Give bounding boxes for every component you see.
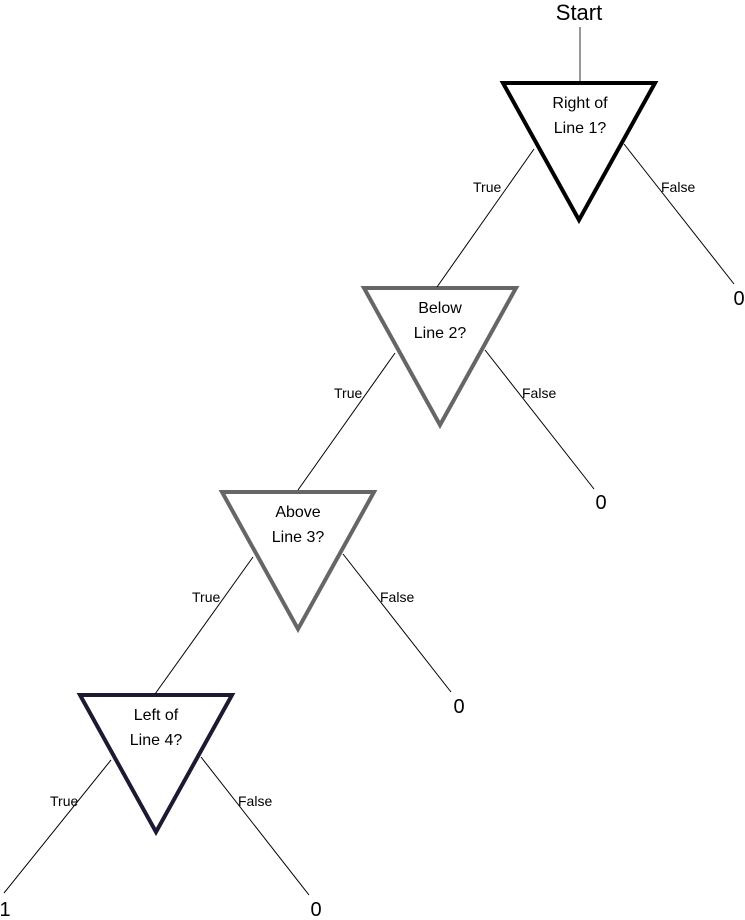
decision-node-1: Right of Line 1? bbox=[499, 81, 659, 225]
edge-n2-false bbox=[484, 349, 595, 490]
leaf-value-5: 0 bbox=[310, 899, 321, 920]
node-4-question-line1: Left of bbox=[134, 707, 179, 724]
edge-n3-false bbox=[342, 553, 452, 693]
node-4-question-line2: Line 4? bbox=[130, 732, 183, 749]
node-4-triangle bbox=[76, 693, 236, 837]
edge-n3-true-label: True bbox=[192, 589, 220, 605]
edge-n2-true bbox=[297, 352, 396, 491]
node-2-triangle bbox=[360, 286, 520, 430]
edge-n1-true-label: True bbox=[473, 179, 501, 195]
node-3-question-line2: Line 3? bbox=[272, 529, 325, 546]
node-3-triangle bbox=[218, 490, 378, 634]
decision-node-4: Left of Line 4? bbox=[76, 693, 236, 837]
edge-n1-false-label: False bbox=[661, 179, 695, 195]
node-1-question-line1: Right of bbox=[552, 95, 608, 112]
leaf-value-1: 0 bbox=[733, 288, 744, 310]
edge-n4-true-label: True bbox=[50, 793, 78, 809]
leaf-value-3: 0 bbox=[453, 696, 464, 718]
edge-n4-false bbox=[200, 756, 310, 896]
edge-n2-false-label: False bbox=[522, 385, 556, 401]
node-3-question-line1: Above bbox=[275, 504, 320, 521]
edge-n4-true bbox=[3, 759, 112, 894]
edge-n3-false-label: False bbox=[380, 589, 414, 605]
node-2-question-line2: Line 2? bbox=[414, 325, 467, 342]
node-1-question-line2: Line 1? bbox=[554, 120, 607, 137]
leaf-value-4: 1 bbox=[0, 899, 11, 920]
node-2-question-line1: Below bbox=[418, 300, 462, 317]
edge-n1-false bbox=[623, 143, 735, 285]
edge-n2-true-label: True bbox=[334, 385, 362, 401]
start-label: Start bbox=[556, 0, 602, 25]
decision-node-2: Below Line 2? bbox=[360, 286, 520, 430]
node-1-triangle bbox=[499, 81, 659, 225]
edge-n4-false-label: False bbox=[238, 793, 272, 809]
edge-n1-true bbox=[436, 148, 535, 288]
decision-node-3: Above Line 3? bbox=[218, 490, 378, 634]
edge-n3-true bbox=[154, 556, 254, 695]
leaf-value-2: 0 bbox=[595, 492, 606, 514]
